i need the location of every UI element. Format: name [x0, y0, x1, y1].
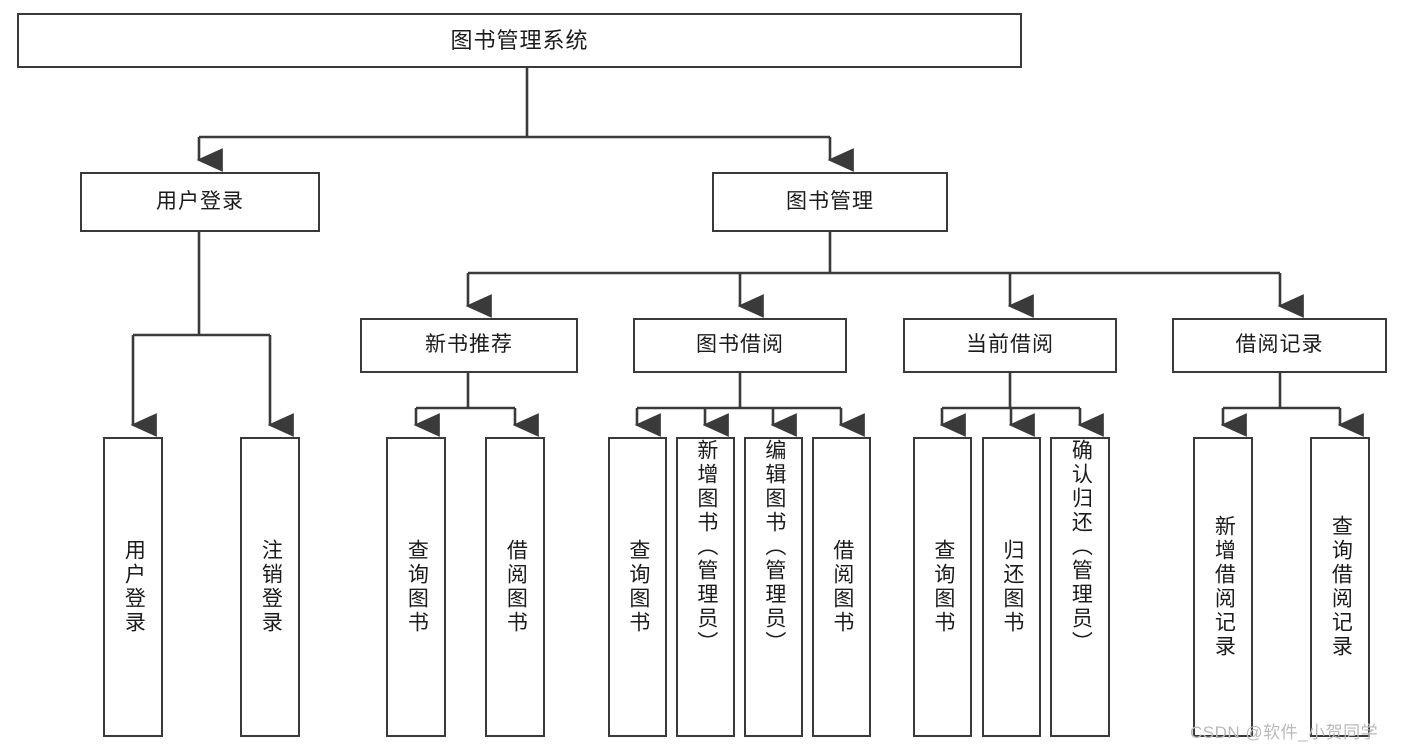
- node-leaf-query-book-3[interactable]: 查询图书: [913, 437, 972, 737]
- node-book-borrow-label: 图书借阅: [696, 333, 784, 357]
- node-leaf-edit-book[interactable]: 编辑图书（管理员）: [744, 437, 803, 737]
- node-leaf-query-book-3-label: 查询图书: [931, 539, 955, 635]
- node-current-borrow[interactable]: 当前借阅: [903, 318, 1117, 373]
- node-leaf-confirm-return-label: 确认归还（管理员）: [1069, 439, 1093, 655]
- node-leaf-borrow-book-1[interactable]: 借阅图书: [485, 437, 545, 737]
- node-leaf-logout[interactable]: 注销登录: [240, 437, 300, 737]
- node-leaf-add-record-label: 新增借阅记录: [1212, 515, 1236, 659]
- node-leaf-return-book-label: 归还图书: [1000, 539, 1024, 635]
- node-user-login-label: 用户登录: [156, 189, 244, 213]
- node-leaf-user-login[interactable]: 用户登录: [103, 437, 163, 737]
- node-leaf-query-book-2[interactable]: 查询图书: [608, 437, 667, 737]
- node-leaf-query-book-2-label: 查询图书: [626, 539, 650, 635]
- node-leaf-return-book[interactable]: 归还图书: [982, 437, 1041, 737]
- node-leaf-query-record-label: 查询借阅记录: [1329, 515, 1353, 659]
- node-leaf-borrow-book-2-label: 借阅图书: [830, 539, 854, 635]
- node-leaf-query-book-1-label: 查询图书: [405, 539, 429, 635]
- node-root[interactable]: 图书管理系统: [17, 13, 1022, 68]
- node-leaf-query-book-1[interactable]: 查询图书: [386, 437, 446, 737]
- node-leaf-query-record[interactable]: 查询借阅记录: [1310, 437, 1370, 737]
- node-root-label: 图书管理系统: [450, 27, 589, 53]
- csdn-watermark: CSDN @软件_小贺同学: [1190, 723, 1379, 742]
- node-leaf-borrow-book-1-label: 借阅图书: [504, 539, 528, 635]
- node-leaf-confirm-return[interactable]: 确认归还（管理员）: [1050, 437, 1110, 737]
- node-leaf-add-book-label: 新增图书（管理员）: [694, 439, 718, 655]
- node-leaf-add-record[interactable]: 新增借阅记录: [1193, 437, 1253, 737]
- node-book-borrow[interactable]: 图书借阅: [633, 318, 847, 373]
- node-leaf-edit-book-label: 编辑图书（管理员）: [762, 439, 786, 655]
- node-leaf-add-book[interactable]: 新增图书（管理员）: [676, 437, 735, 737]
- node-user-login[interactable]: 用户登录: [80, 172, 320, 232]
- node-new-book-recommend-label: 新书推荐: [425, 333, 513, 357]
- node-leaf-borrow-book-2[interactable]: 借阅图书: [812, 437, 871, 737]
- node-borrow-record-label: 借阅记录: [1235, 333, 1324, 357]
- node-leaf-user-login-label: 用户登录: [122, 539, 146, 635]
- node-book-manage-label: 图书管理: [786, 189, 874, 213]
- node-borrow-record[interactable]: 借阅记录: [1172, 318, 1387, 373]
- node-new-book-recommend[interactable]: 新书推荐: [360, 318, 578, 373]
- node-book-manage[interactable]: 图书管理: [712, 172, 948, 232]
- node-current-borrow-label: 当前借阅: [966, 333, 1054, 357]
- node-leaf-logout-label: 注销登录: [259, 539, 283, 635]
